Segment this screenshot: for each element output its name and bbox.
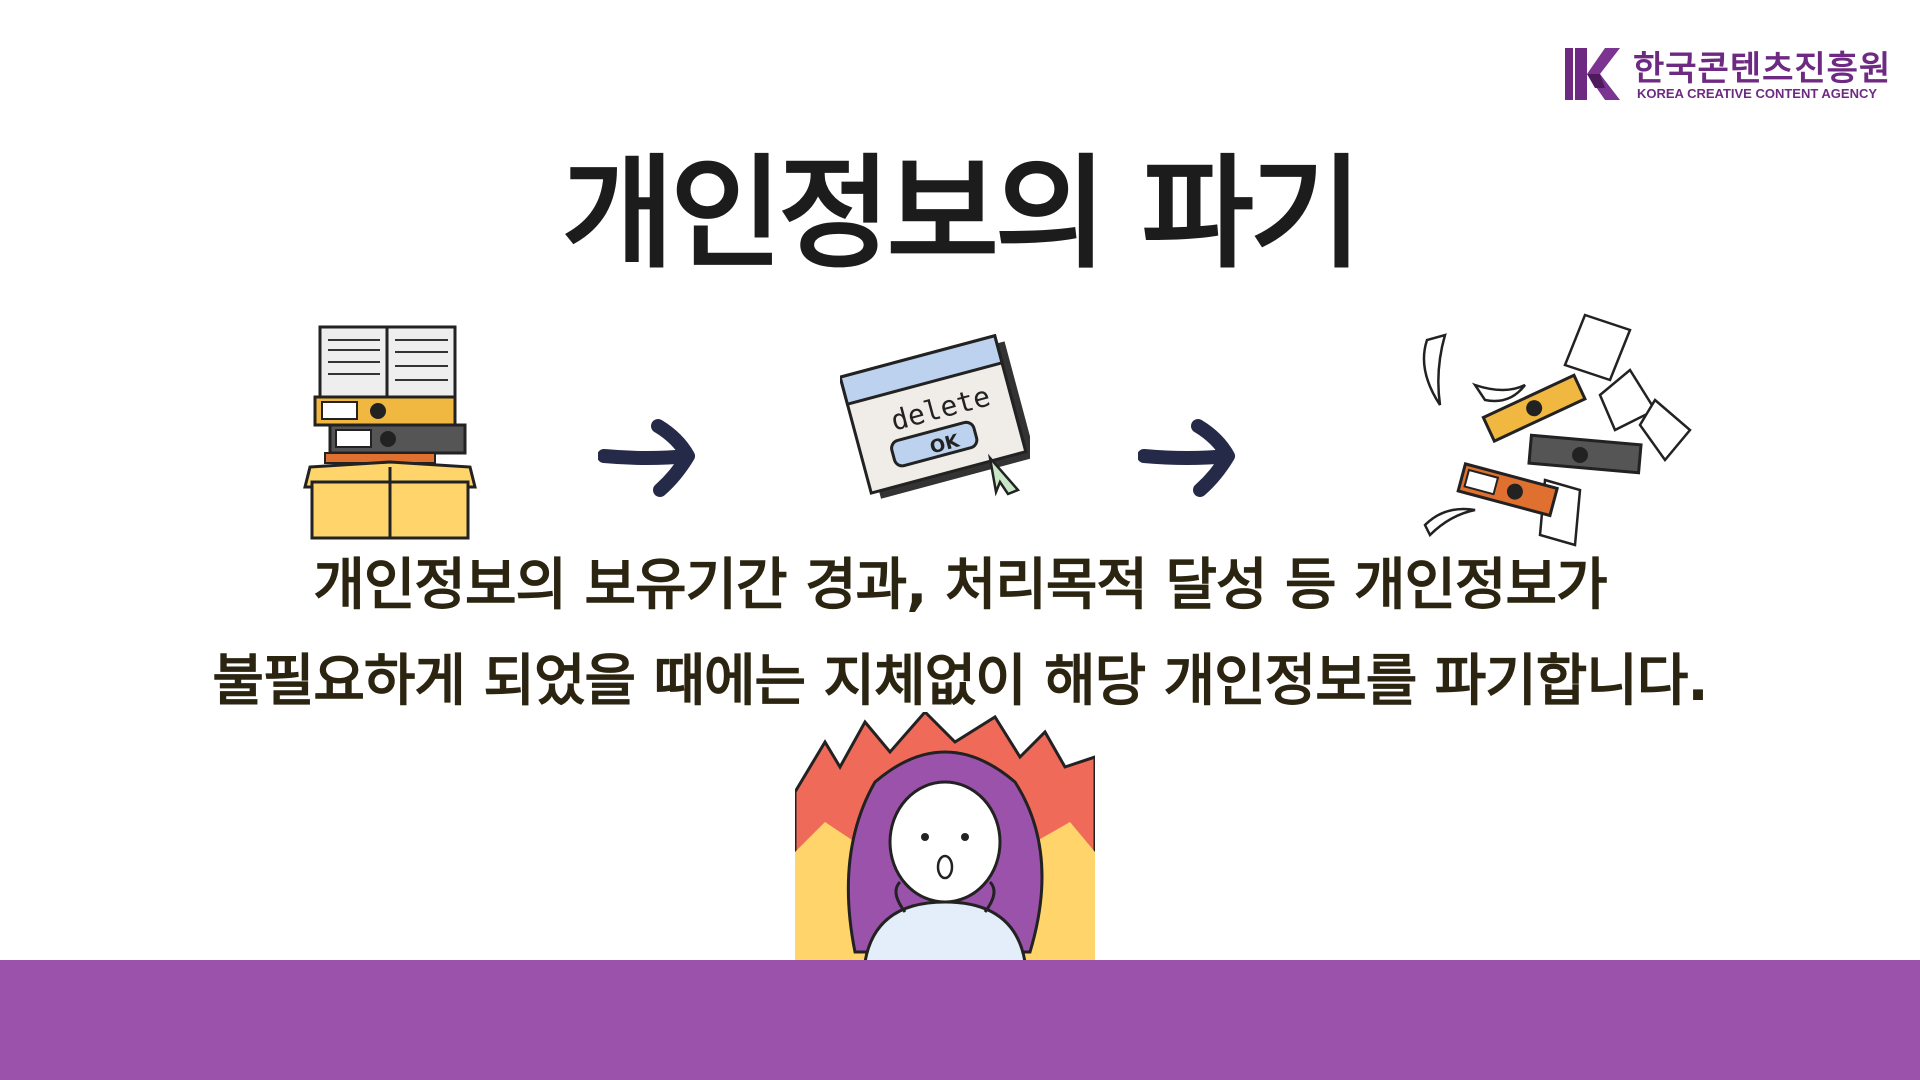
body-text-line-1: 개인정보의 보유기간 경과, 처리목적 달성 등 개인정보가 (313, 553, 1607, 618)
logo-korean-name: 한국콘텐츠진흥원 (1633, 49, 1892, 89)
arrow-right-icon (598, 419, 695, 497)
scattered-files-icon (1422, 313, 1692, 547)
arrow-right-icon (1138, 419, 1235, 497)
footer-bar (0, 960, 1920, 1080)
shocked-woman-illustration (795, 712, 1095, 962)
body-text-line-2: 불필요하게 되었을 때에는 지체없이 해당 개인정보를 파기합니다. (212, 649, 1708, 714)
delete-dialog-illustration: delete OK (840, 330, 1030, 505)
page-title: 개인정보의 파기 (561, 143, 1362, 285)
kocca-logo: 한국콘텐츠진흥원 KOREA CREATIVE CONTENT AGENCY (1565, 45, 1905, 105)
k-logo-mark-icon (1565, 48, 1620, 100)
logo-english-name: KOREA CREATIVE CONTENT AGENCY (1637, 86, 1878, 101)
stacked-files-box-icon (303, 325, 477, 540)
